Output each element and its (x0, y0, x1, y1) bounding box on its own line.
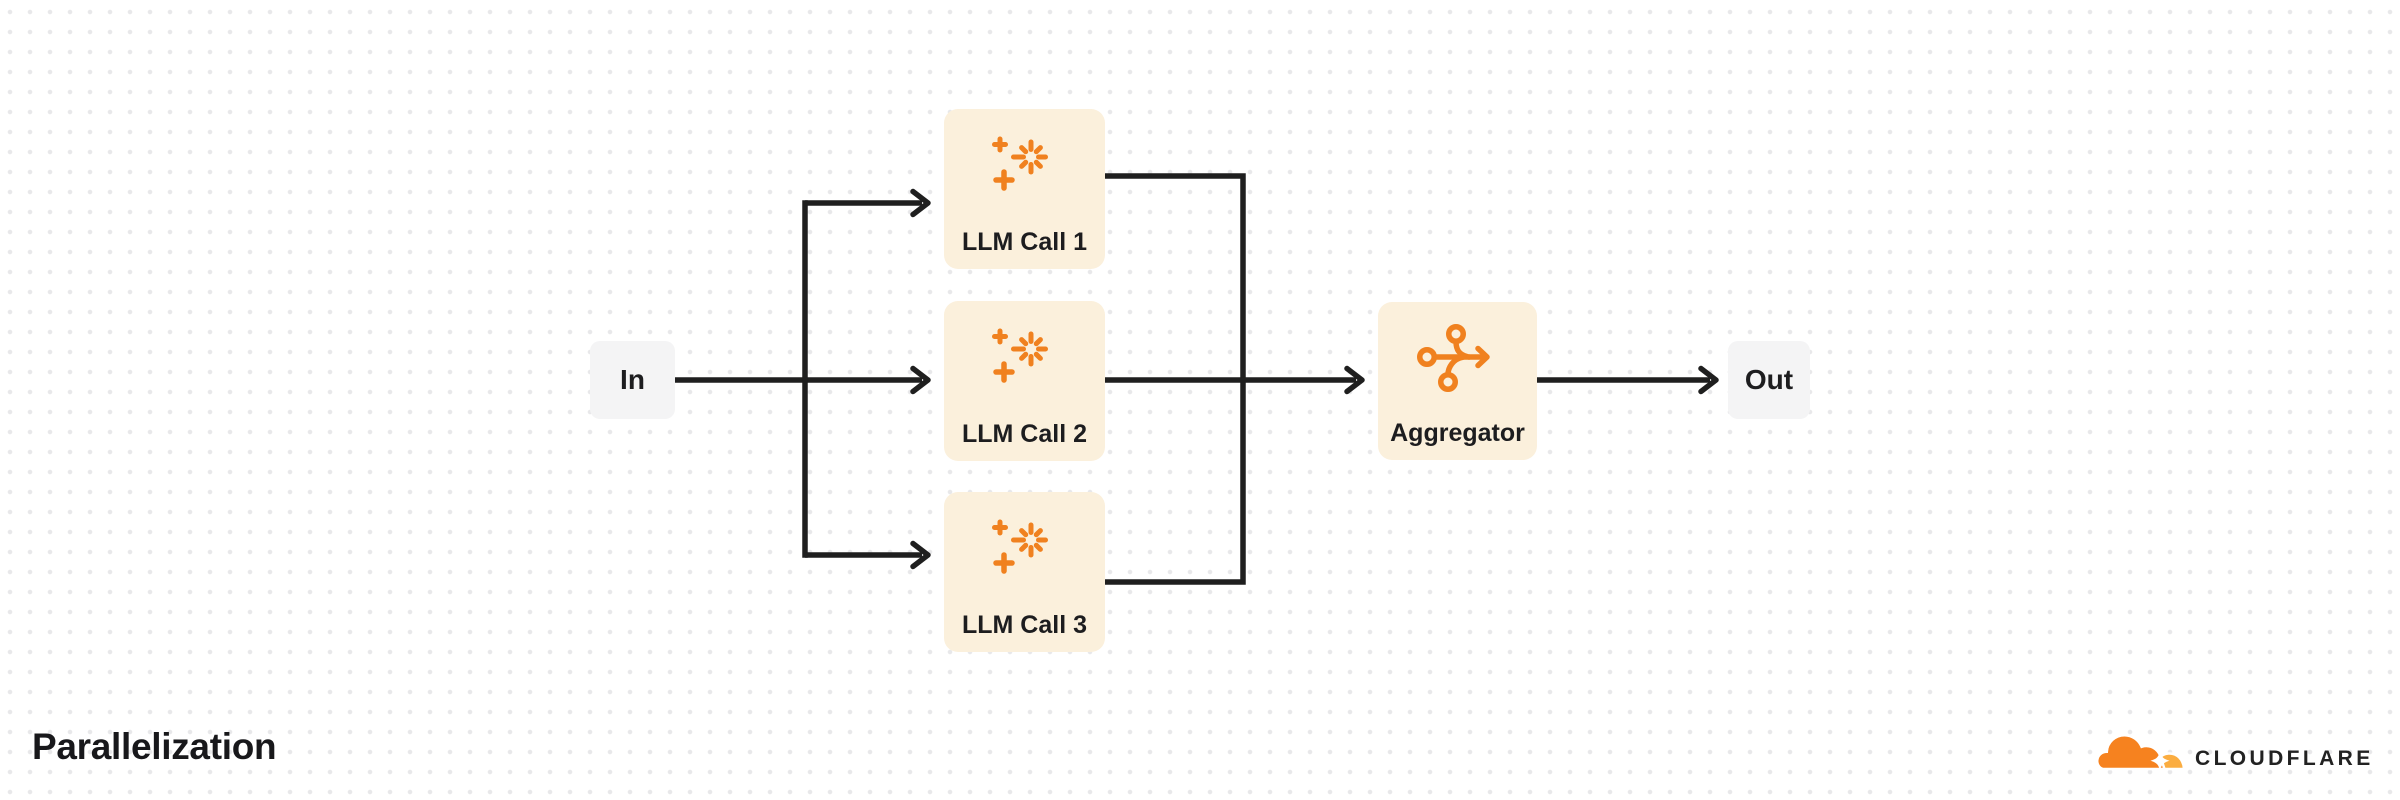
node-out-label: Out (1744, 364, 1794, 395)
diagram-title: Parallelization (32, 726, 277, 767)
node-llm-call-3: LLM Call 3 (944, 492, 1105, 652)
node-llm-call-1-label: LLM Call 1 (961, 228, 1087, 256)
node-llm-call-3-label: LLM Call 3 (961, 611, 1087, 639)
node-llm-call-1: LLM Call 1 (944, 109, 1105, 269)
node-out: Out (1728, 341, 1810, 419)
cloudflare-logo: CLOUDFLARE (2096, 725, 2374, 773)
node-aggregator: Aggregator (1378, 302, 1537, 460)
sparkle-icon (991, 136, 1048, 191)
node-in-label: In (620, 364, 645, 395)
merge-icon (1416, 324, 1490, 392)
node-aggregator-label: Aggregator (1390, 419, 1525, 447)
cloudflare-wordmark: CLOUDFLARE (2195, 747, 2374, 770)
node-llm-call-2: LLM Call 2 (944, 301, 1105, 461)
sparkle-icon (991, 328, 1048, 383)
node-llm-call-2-label: LLM Call 2 (961, 420, 1087, 448)
cloudflare-cloud-icon (2096, 733, 2186, 771)
sparkle-icon (991, 519, 1048, 574)
node-in: In (590, 341, 675, 419)
